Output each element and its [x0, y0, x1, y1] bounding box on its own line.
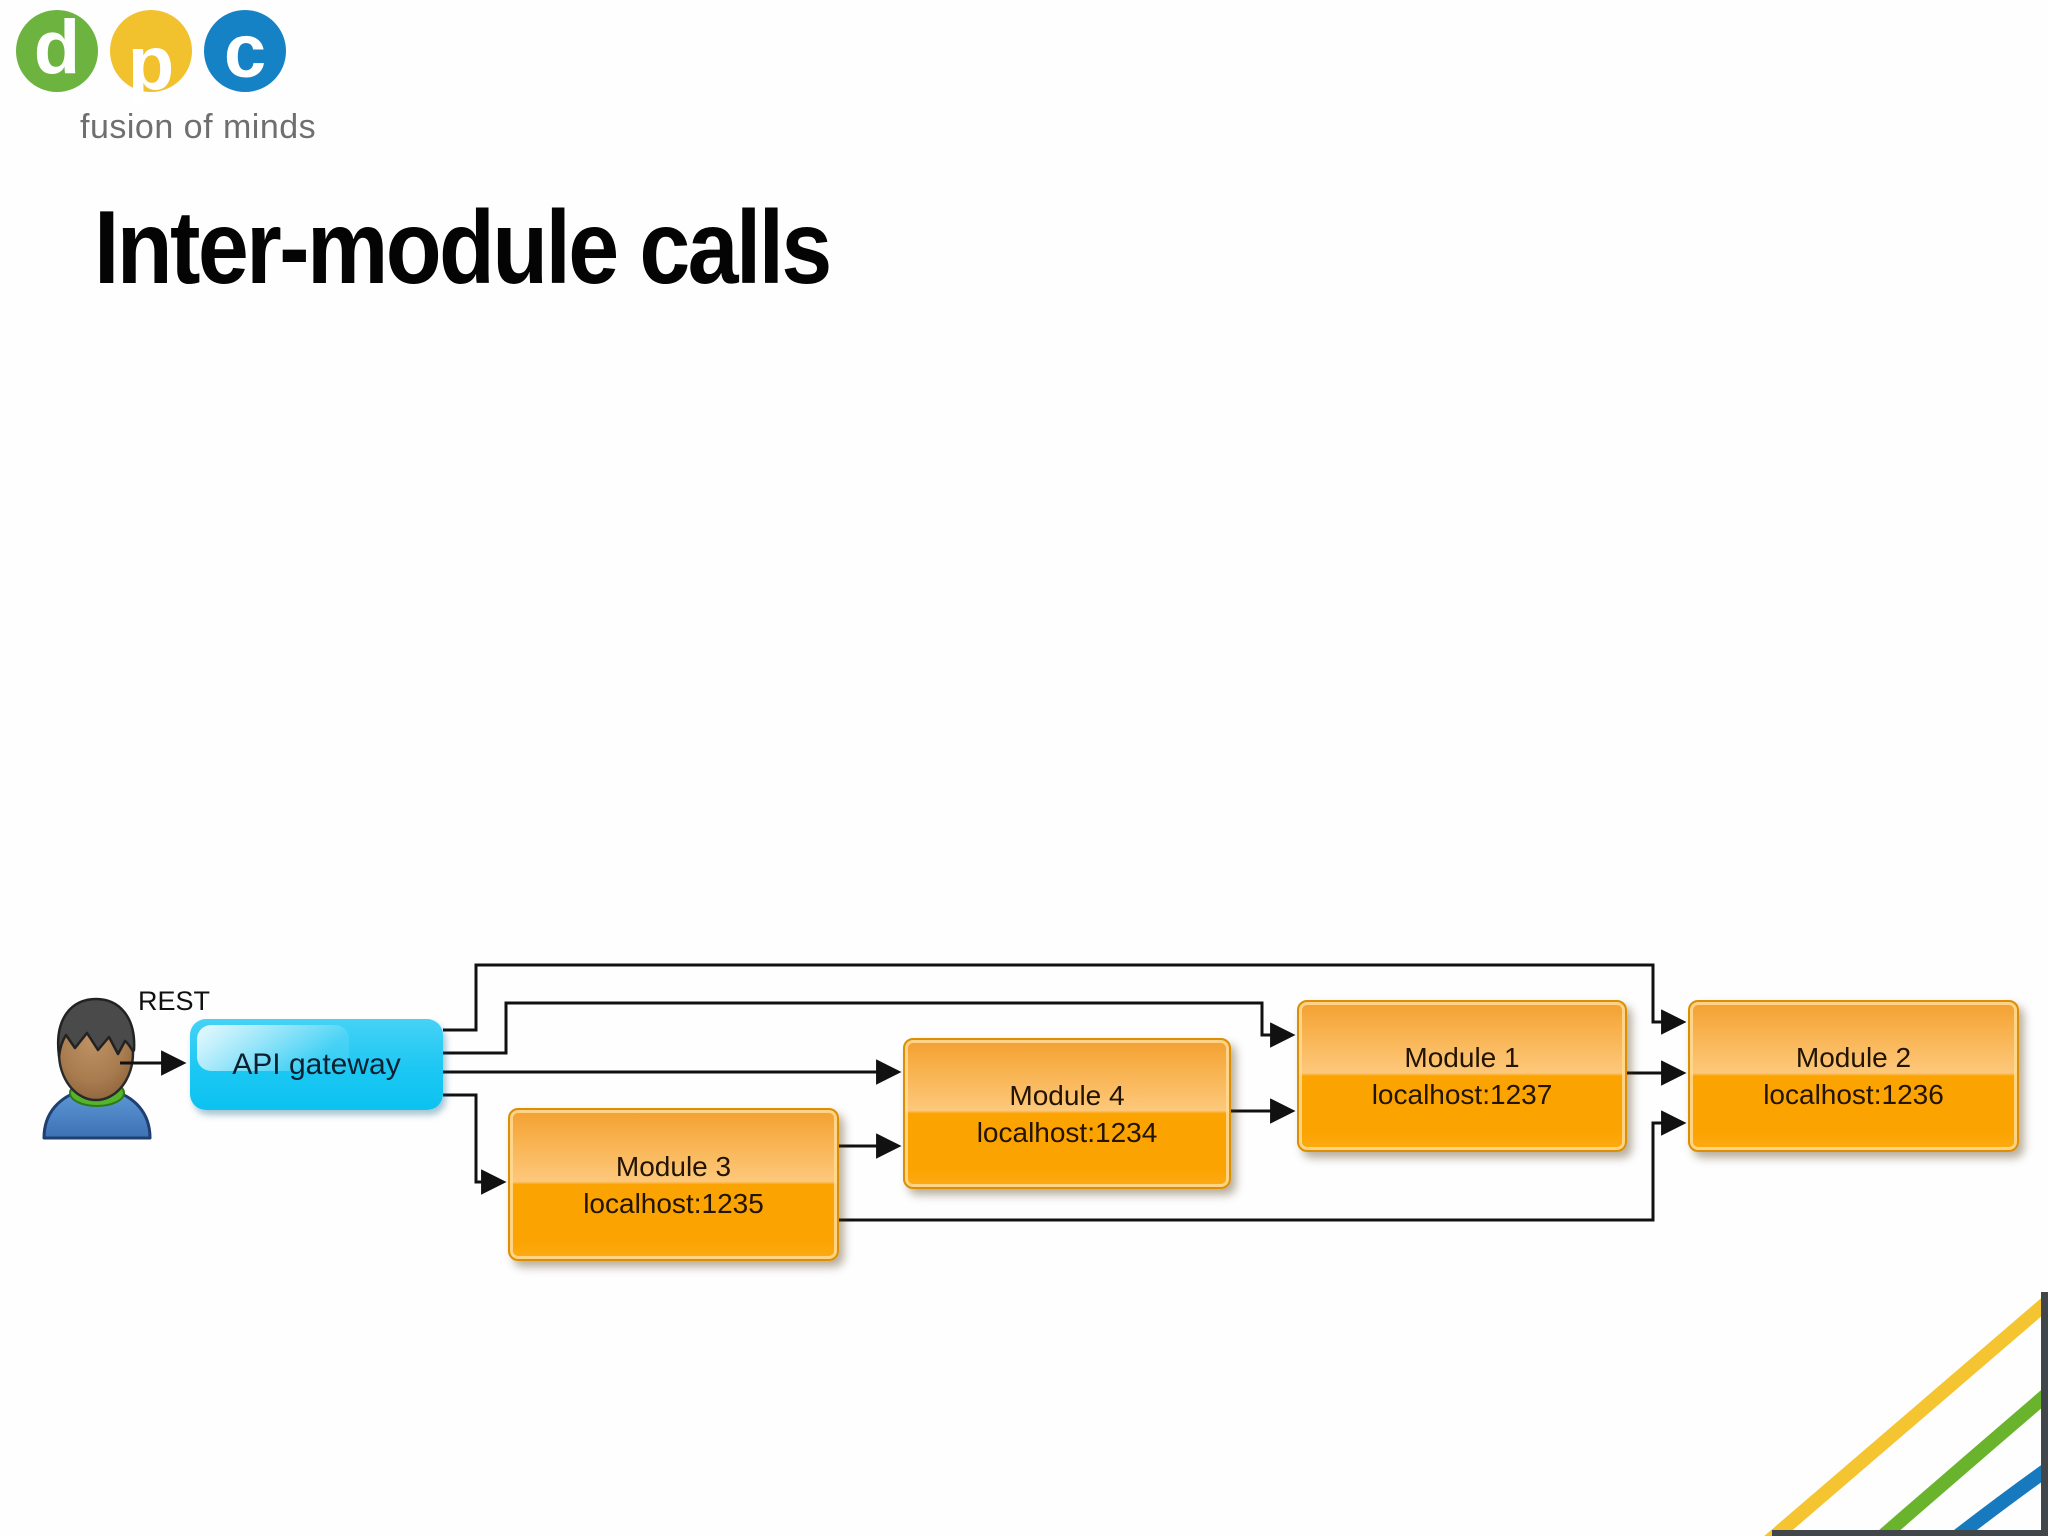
module-host: localhost:1237: [1371, 1079, 1553, 1110]
logo-circle-c: c: [204, 10, 286, 92]
logo-circle-d: d: [16, 10, 98, 92]
module-box-3: Module 3 localhost:1235: [508, 1108, 839, 1261]
module-host: localhost:1235: [583, 1187, 764, 1219]
frame-edge-right: [2041, 1292, 2048, 1536]
dpc-logo: d p c: [16, 10, 286, 102]
rest-label: REST: [138, 986, 211, 1016]
logo-letter-c: c: [223, 9, 267, 94]
module-host: localhost:1234: [976, 1116, 1158, 1148]
user-icon: [42, 997, 152, 1140]
logo-tagline: fusion of minds: [80, 108, 317, 146]
module-name: Module 2: [1795, 1042, 1912, 1073]
module-name: Module 4: [1009, 1079, 1125, 1111]
user-hair: [56, 997, 136, 1058]
module-box-4: Module 4 localhost:1234: [903, 1038, 1231, 1189]
module-host: localhost:1236: [1763, 1079, 1944, 1110]
connector-gateway-module3: [443, 1093, 507, 1195]
module-box-2: Module 2 localhost:1236: [1688, 1000, 2019, 1152]
logo-circles: d p c: [16, 10, 286, 102]
logo-circle-p: p: [110, 10, 192, 102]
logo-letter-p: p: [127, 21, 175, 106]
module-box-1: Module 1 localhost:1237: [1297, 1000, 1627, 1152]
api-gateway-label: API gateway: [232, 1047, 401, 1081]
api-gateway-box: API gateway: [190, 1019, 443, 1110]
logo-letter-d: d: [33, 5, 81, 90]
accent-curve-blue: [1946, 1460, 2048, 1536]
accent-curve-yellow: [1764, 1292, 2048, 1536]
module-name: Module 3: [615, 1150, 732, 1182]
page-title: Inter-module calls: [94, 190, 832, 306]
connector-module3-module2: [835, 1110, 1687, 1222]
accent-curve-green: [1872, 1384, 2048, 1536]
module-name: Module 1: [1404, 1042, 1520, 1073]
frame-edge-bottom: [1772, 1530, 2048, 1536]
connector-gateway-module1: [443, 1001, 1296, 1055]
gateway-gloss: [197, 1025, 349, 1071]
connector-gateway-module2: [443, 963, 1687, 1035]
